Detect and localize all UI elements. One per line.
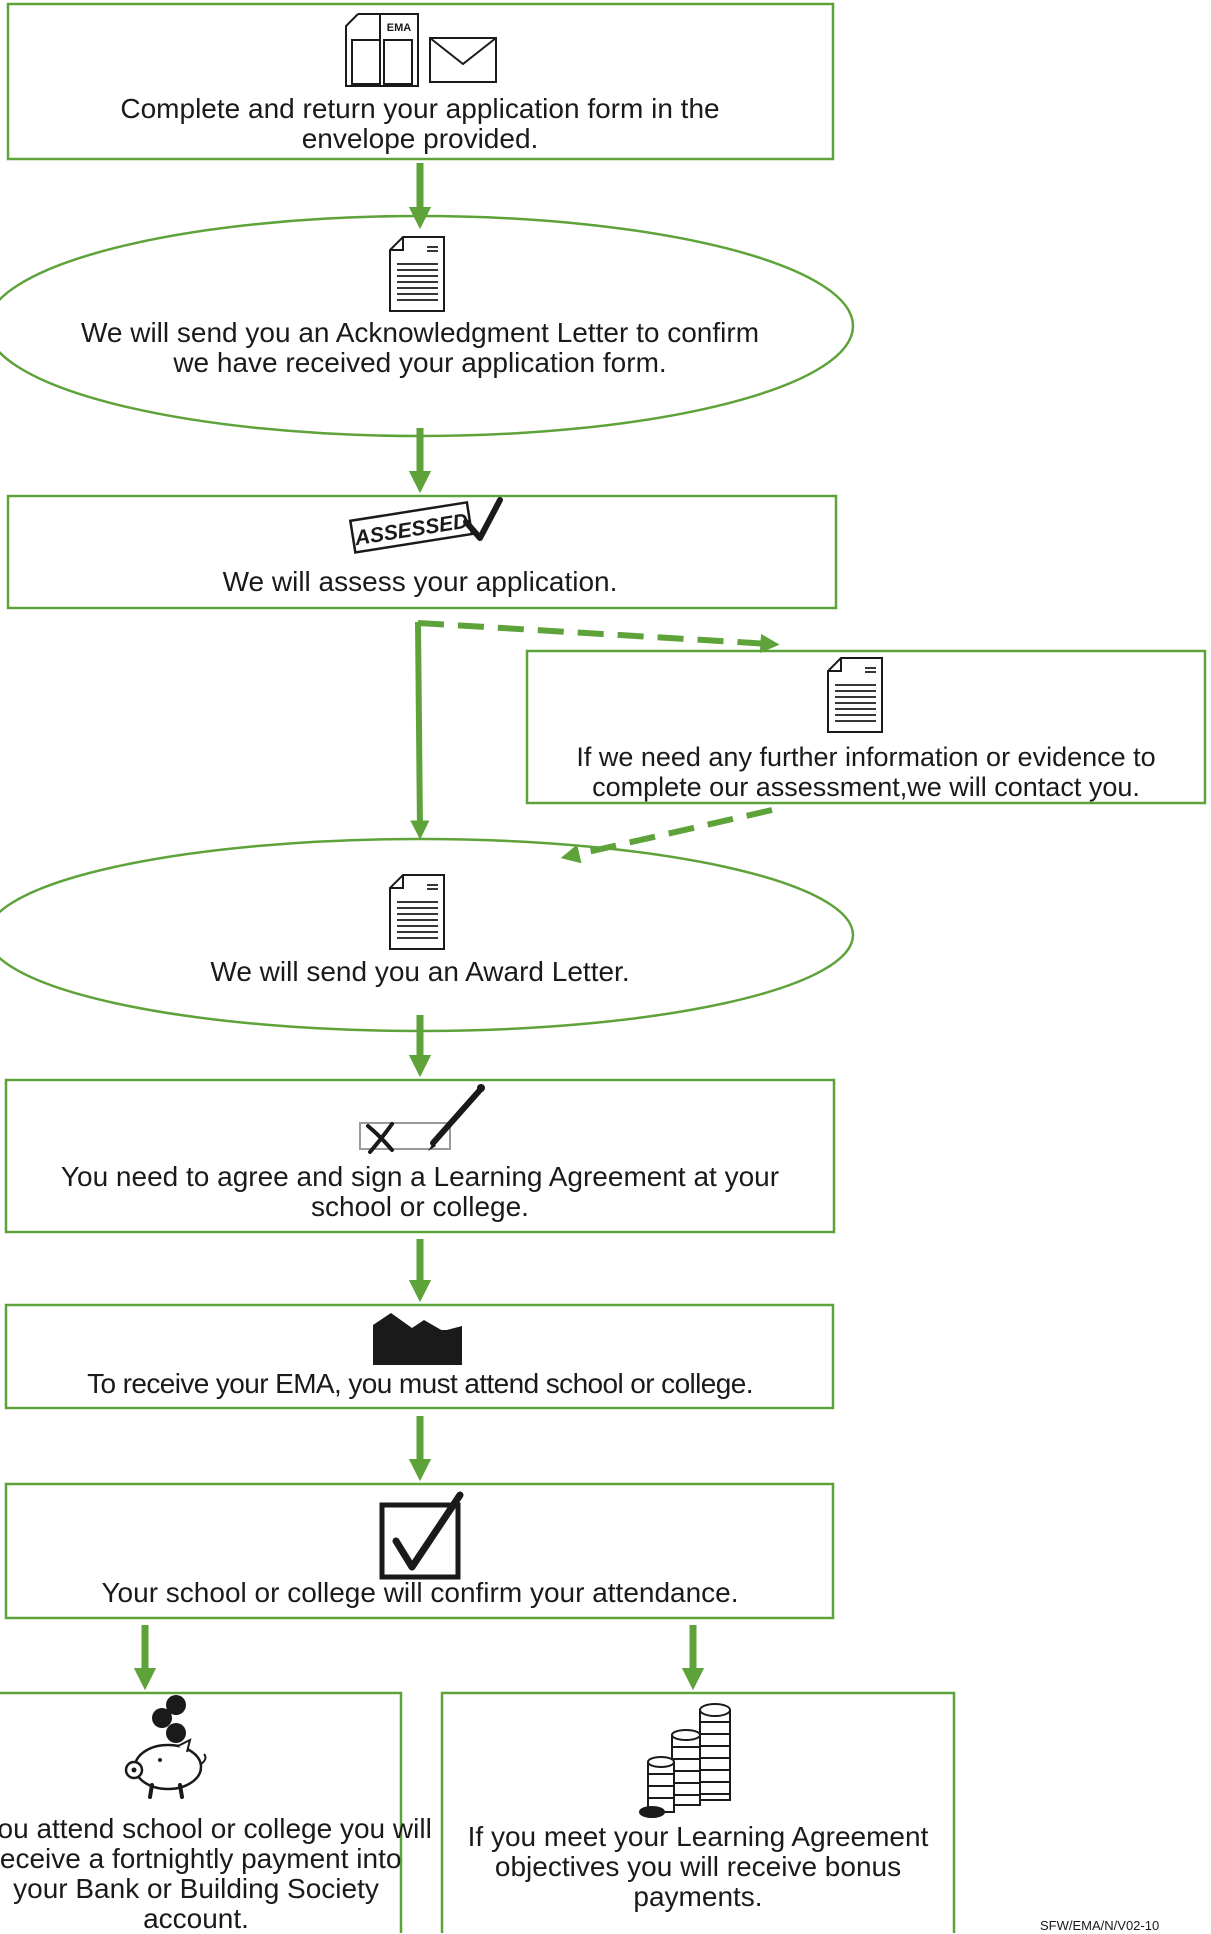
letter-document-icon	[827, 657, 883, 733]
step-award-text: We will send you an Award Letter.	[210, 956, 630, 987]
checkbox-tick-icon	[379, 1491, 464, 1580]
arrow-further-info-to-award	[560, 807, 773, 864]
step-confirm-text: Your school or college will confirm your…	[101, 1577, 739, 1608]
step-attend-box	[4, 1303, 835, 1410]
step-assess-text: We will assess your application.	[222, 566, 618, 597]
letter-document-icon	[389, 236, 445, 312]
step-payment-text: If you attend school or college you will…	[0, 1813, 432, 1934]
step-further-info-box	[525, 649, 1207, 805]
signature-pen-icon	[359, 1084, 485, 1154]
envelope-icon	[429, 37, 497, 83]
svg-text:EMA: EMA	[387, 22, 412, 34]
step-assess-box	[6, 494, 838, 610]
step-submit-box	[6, 2, 835, 161]
school-building-base	[373, 1330, 462, 1365]
step-attend-text: To receive your EMA, you must attend sch…	[87, 1368, 753, 1399]
step-agreement-box	[4, 1078, 836, 1234]
application-form-icon: EMA	[345, 13, 419, 87]
letter-document-icon	[389, 874, 445, 950]
step-bonus-box	[440, 1691, 956, 1933]
arrow-assess-to-award	[410, 621, 430, 840]
step-further-info-text: If we need any further information or ev…	[576, 742, 1156, 802]
assessed-stamp-icon: ASSESSED	[348, 497, 503, 554]
step-agreement-text: You need to agree and sign a Learning Ag…	[60, 1161, 780, 1222]
piggy-bank-coins-icon	[124, 1695, 207, 1799]
coin-stacks-icon	[639, 1703, 731, 1818]
step-payment-box	[0, 1691, 403, 1933]
step-acknowledge-text: We will send you an Acknowledgment Lette…	[80, 317, 760, 378]
step-bonus-text: If you meet your Learning Agreement obje…	[467, 1821, 929, 1912]
document-reference-code: SFW/EMA/N/V02-10	[1040, 1918, 1160, 1933]
step-confirm-box	[4, 1482, 835, 1620]
arrow-assess-to-further-info	[417, 620, 780, 654]
step-submit-text: Complete and return your application for…	[120, 93, 720, 154]
